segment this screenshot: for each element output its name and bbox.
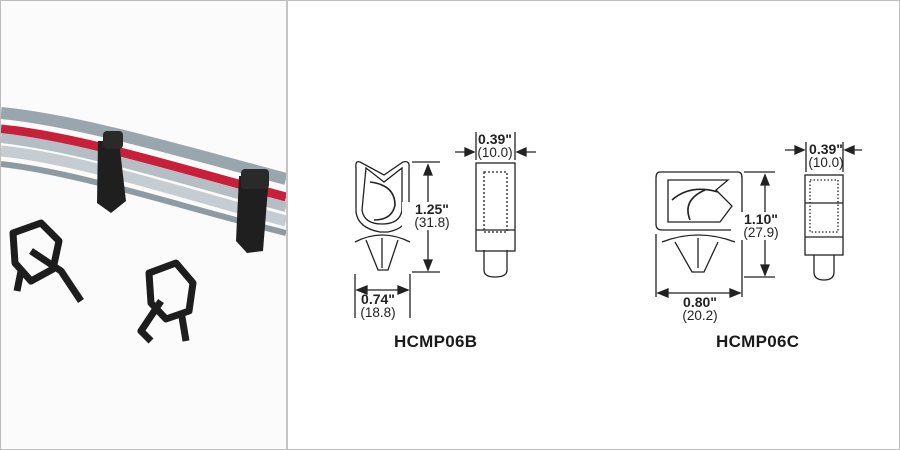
technical-drawings xyxy=(354,132,862,318)
hcmp06b-depth: 0.39"(10.0) xyxy=(477,131,513,160)
hcmp06c-part-number: HCMP06C xyxy=(716,332,800,351)
loose-clip xyxy=(137,259,197,344)
mounted-clip xyxy=(97,131,126,213)
product-photo xyxy=(1,1,286,448)
panel-divider xyxy=(286,0,288,450)
hcmp06b-part-number: HCMP06B xyxy=(394,332,478,351)
hcmp06c-height: 1.10"(27.9) xyxy=(731,212,791,240)
mounted-clip xyxy=(236,169,269,253)
hcmp06c-width: 0.80"(20.2) xyxy=(682,294,718,323)
hcmp06c-side-view xyxy=(785,142,862,281)
hcmp06c-front-view xyxy=(655,171,775,298)
dimension-drawings: 0.39"(10.0) 1.25"(31.8) 0.74"(18.8) HCMP… xyxy=(288,1,899,448)
loose-clip xyxy=(9,219,84,303)
hcmp06b-side-view xyxy=(455,132,536,278)
cable-clip-photo xyxy=(1,107,286,344)
hcmp06c-depth: 0.39"(10.0) xyxy=(808,141,844,170)
hcmp06b-width: 0.74"(18.8) xyxy=(360,291,396,320)
hcmp06b-height: 1.25"(31.8) xyxy=(402,202,462,230)
